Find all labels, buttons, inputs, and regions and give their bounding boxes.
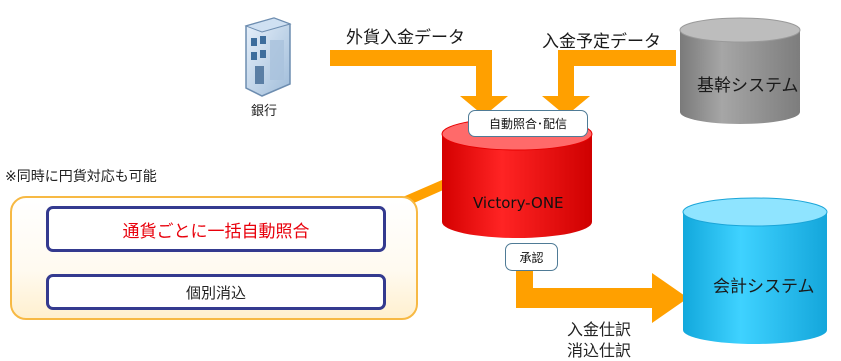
individual-clearing-box: 個別消込 bbox=[46, 274, 386, 310]
clearing-journal-label: 消込仕訳 bbox=[567, 341, 632, 360]
foreign-deposit-data-label: 外貨入金データ bbox=[346, 28, 465, 48]
individual-clearing-label: 個別消込 bbox=[185, 283, 246, 302]
victory-one-label: Victory-ONE bbox=[473, 194, 564, 212]
yen-support-note: ※同時に円貨対応も可能 bbox=[5, 169, 157, 185]
bank-building-icon bbox=[244, 17, 292, 97]
auto-match-delivery-badge: 自動照合･配信 bbox=[468, 110, 588, 137]
arrow-scheduled-deposit bbox=[542, 50, 676, 116]
scheduled-deposit-data-label: 入金予定データ bbox=[542, 32, 661, 52]
core-system-label: 基幹システム bbox=[697, 76, 799, 96]
arrow-foreign-deposit bbox=[330, 50, 508, 116]
deposit-journal-label: 入金仕訳 bbox=[567, 320, 632, 339]
accounting-system-cylinder bbox=[682, 197, 828, 344]
bulk-auto-match-label: 通貨ごとに一括自動照合 bbox=[122, 221, 310, 242]
approval-badge: 承認 bbox=[505, 243, 558, 271]
core-system-cylinder bbox=[679, 17, 801, 124]
accounting-system-label: 会計システム bbox=[713, 277, 815, 297]
arrow-to-accounting bbox=[516, 266, 688, 323]
bank-label: 銀行 bbox=[251, 104, 278, 119]
bulk-auto-match-box: 通貨ごとに一括自動照合 bbox=[46, 206, 386, 252]
